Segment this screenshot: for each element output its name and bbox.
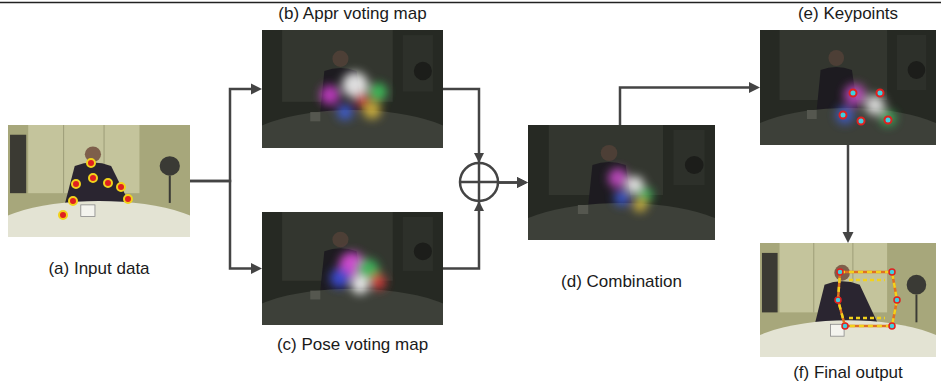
arrow-line <box>190 181 251 269</box>
input-photo <box>0 125 218 283</box>
image-panel: (b) Appr voting map <box>262 30 443 148</box>
panel-caption: (f) Final output <box>793 363 903 383</box>
arrow-head <box>843 232 854 243</box>
flow-arrow <box>190 84 262 182</box>
arrow-head <box>749 82 760 93</box>
keypoint-markers <box>840 90 892 125</box>
image-panel: (e) Keypoints <box>760 30 936 145</box>
appr-blobs <box>320 72 387 120</box>
arrow-head <box>251 84 262 95</box>
keypoint-blobs <box>836 84 896 126</box>
flow-arrow <box>190 181 262 274</box>
keypoint-photo <box>736 30 941 188</box>
pose-blobs <box>330 252 386 294</box>
appr-map-photo <box>237 30 468 192</box>
output-photo <box>733 243 941 385</box>
pose-map-photo <box>237 212 468 367</box>
image-panel: (c) Pose voting map <box>262 212 443 325</box>
box-corners <box>835 269 900 329</box>
arrow-head <box>517 177 528 188</box>
arrow-line <box>620 88 749 126</box>
panel-caption: (d) Combination <box>561 272 682 292</box>
arrow-head <box>517 177 528 188</box>
top-rule <box>0 2 941 4</box>
combined-photo <box>502 125 741 283</box>
flow-arrow <box>843 145 854 243</box>
image-panel: (d) Combination <box>528 125 715 240</box>
image-panel: (a) Input data <box>8 125 190 237</box>
image-panel: (f) Final output <box>760 243 936 357</box>
panel-caption: (b) Appr voting map <box>278 4 426 24</box>
pose-box <box>838 272 897 326</box>
arrow-head <box>251 263 262 274</box>
panel-caption: (e) Keypoints <box>798 4 898 24</box>
arrow-line <box>190 89 251 181</box>
panel-caption: (c) Pose voting map <box>277 335 428 355</box>
keypoint-dots <box>59 159 132 219</box>
flow-arrow <box>620 82 760 125</box>
combined-blobs <box>608 168 653 212</box>
panel-caption: (a) Input data <box>48 259 149 279</box>
arrow-line <box>847 145 850 232</box>
sum-symbol <box>460 153 498 211</box>
